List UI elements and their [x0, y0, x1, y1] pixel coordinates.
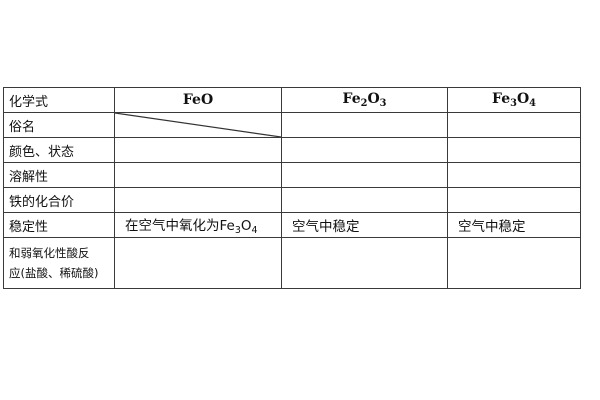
solubility-label: 溶解性	[3, 162, 115, 188]
valence-label: 铁的化合价	[3, 187, 115, 213]
fe2o3-valence	[281, 187, 448, 213]
fe3o4-stability: 空气中稳定	[447, 212, 581, 238]
formula-label: 化学式	[3, 87, 115, 113]
row-reaction: 和弱氧化性酸反应(盐酸、稀硫酸)	[3, 237, 581, 289]
row-valence: 铁的化合价	[3, 187, 581, 213]
stability-label: 稳定性	[3, 212, 115, 238]
feo-common-name-slash	[114, 112, 282, 138]
row-stability: 稳定性 在空气中氧化为Fe3O4 空气中稳定 空气中稳定	[3, 212, 581, 238]
header-feo: FeO	[114, 87, 282, 113]
header-fe3o4: Fe3O4	[447, 87, 581, 113]
row-solubility: 溶解性	[3, 162, 581, 188]
header-fe2o3: Fe2O3	[281, 87, 448, 113]
reaction-label: 和弱氧化性酸反应(盐酸、稀硫酸)	[3, 237, 115, 289]
fe2o3-reaction	[281, 237, 448, 289]
compound-table: 化学式 FeO Fe2O3 Fe3O4 俗名 颜色、状态 溶解性	[3, 87, 581, 289]
fe3o4-solubility	[447, 162, 581, 188]
fe2o3-solubility	[281, 162, 448, 188]
fe3o4-common-name	[447, 112, 581, 138]
color-state-label: 颜色、状态	[3, 137, 115, 163]
header-row: 化学式 FeO Fe2O3 Fe3O4	[3, 87, 581, 113]
fe2o3-color-state	[281, 137, 448, 163]
row-common-name: 俗名	[3, 112, 581, 138]
common-name-label: 俗名	[3, 112, 115, 138]
fe2o3-common-name	[281, 112, 448, 138]
fe2o3-stability: 空气中稳定	[281, 212, 448, 238]
fe3o4-valence	[447, 187, 581, 213]
feo-stability: 在空气中氧化为Fe3O4	[114, 212, 282, 238]
feo-solubility	[114, 162, 282, 188]
feo-reaction	[114, 237, 282, 289]
fe3o4-color-state	[447, 137, 581, 163]
feo-color-state	[114, 137, 282, 163]
row-color-state: 颜色、状态	[3, 137, 581, 163]
diagonal-slash	[115, 113, 281, 137]
fe3o4-reaction	[447, 237, 581, 289]
feo-valence	[114, 187, 282, 213]
